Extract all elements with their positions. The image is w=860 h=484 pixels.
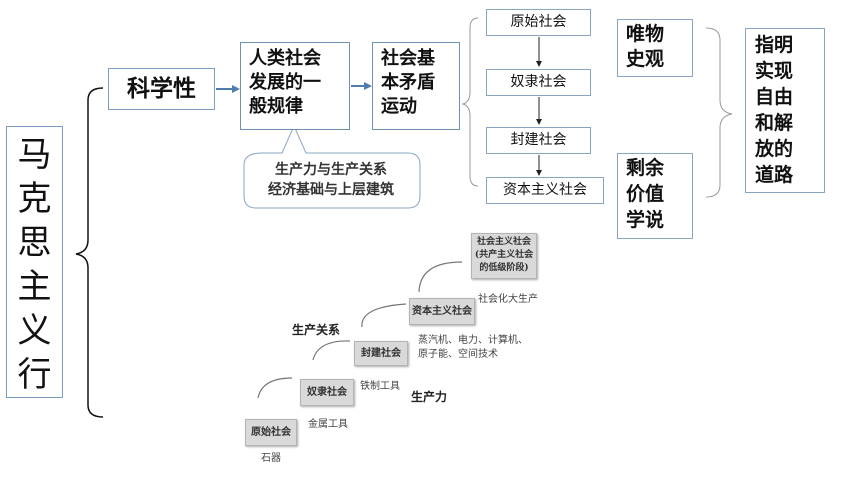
callout-line: 经济基础与上层建筑 — [268, 182, 394, 198]
goal-line: 指明 — [755, 34, 794, 56]
tool-modern-line: 蒸汽机、电力、计算机、 — [418, 335, 528, 346]
historical-materialism-box: 唯物 史观 — [617, 19, 693, 77]
stages-brace — [461, 17, 479, 187]
science-box: 科学性 — [108, 68, 215, 110]
tool-modern-line: 原子能、空间技术 — [418, 349, 498, 360]
tool-modern: 蒸汽机、电力、计算机、 原子能、空间技术 — [418, 334, 528, 362]
sv-line: 剩余 — [626, 157, 665, 179]
stage-slave: 奴隶社会 — [486, 69, 591, 96]
step-capitalist: 资本主义社会 — [409, 298, 475, 325]
goal-line: 道路 — [755, 164, 794, 186]
socialist-line: (共产主义社会 — [474, 250, 534, 260]
step-slave: 奴隶社会 — [300, 379, 354, 406]
main-title-char: 克 — [17, 179, 52, 219]
sv-line: 学说 — [626, 209, 665, 231]
contradiction-line: 社会基 — [381, 48, 435, 69]
contradiction-line: 本矛盾 — [381, 72, 435, 93]
law-line: 发展的一 — [249, 72, 321, 93]
step-primitive: 原始社会 — [245, 419, 297, 446]
main-title-char: 行 — [17, 355, 52, 395]
step-socialist: 社会主义社会 (共产主义社会 的低级阶段) — [471, 233, 537, 279]
stage-primitive: 原始社会 — [486, 9, 591, 36]
hm-line: 史观 — [626, 48, 665, 70]
main-title-char: 主 — [17, 267, 52, 307]
right-brace — [705, 27, 733, 198]
tool-iron: 铁制工具 — [360, 381, 400, 392]
contradiction-line: 运动 — [381, 96, 417, 117]
tool-stone: 石器 — [261, 453, 281, 464]
law-line: 人类社会 — [249, 48, 321, 69]
surplus-value-box: 剩余 价值 学说 — [617, 153, 693, 239]
contradiction-box: 社会基 本矛盾 运动 — [372, 42, 460, 130]
tool-metal: 金属工具 — [308, 419, 348, 430]
callout-text: 生产力与生产关系 经济基础与上层建筑 — [252, 160, 410, 200]
stage-feudal: 封建社会 — [486, 127, 591, 154]
goal-line: 和解 — [755, 112, 794, 134]
socialist-line: 社会主义社会 — [476, 237, 531, 247]
main-title-char: 马 — [17, 135, 52, 175]
callout-bubble — [243, 124, 421, 209]
main-title-char: 义 — [17, 311, 52, 351]
goal-line: 自由 — [755, 86, 794, 108]
socialist-line: 的低级阶段) — [479, 263, 529, 273]
goal-line: 放的 — [755, 138, 794, 160]
general-law-box: 人类社会 发展的一 般规律 — [240, 42, 350, 130]
hm-line: 唯物 — [626, 23, 665, 45]
goal-line: 实现 — [755, 60, 794, 82]
relations-label: 生产关系 — [292, 323, 341, 337]
callout-line: 生产力与生产关系 — [275, 162, 387, 178]
step-feudal: 封建社会 — [354, 341, 408, 366]
law-line: 般规律 — [249, 96, 303, 117]
main-brace — [75, 87, 104, 418]
goal-box: 指明 实现 自由 和解 放的 道路 — [745, 28, 825, 193]
tool-socialized: 社会化大生产 — [478, 294, 538, 305]
stage-capitalist: 资本主义社会 — [486, 177, 604, 204]
main-title-box: 马 克 思 主 义 行 — [6, 126, 63, 398]
sv-line: 价值 — [626, 183, 665, 205]
forces-label: 生产力 — [411, 390, 448, 404]
main-title-char: 思 — [17, 223, 52, 263]
